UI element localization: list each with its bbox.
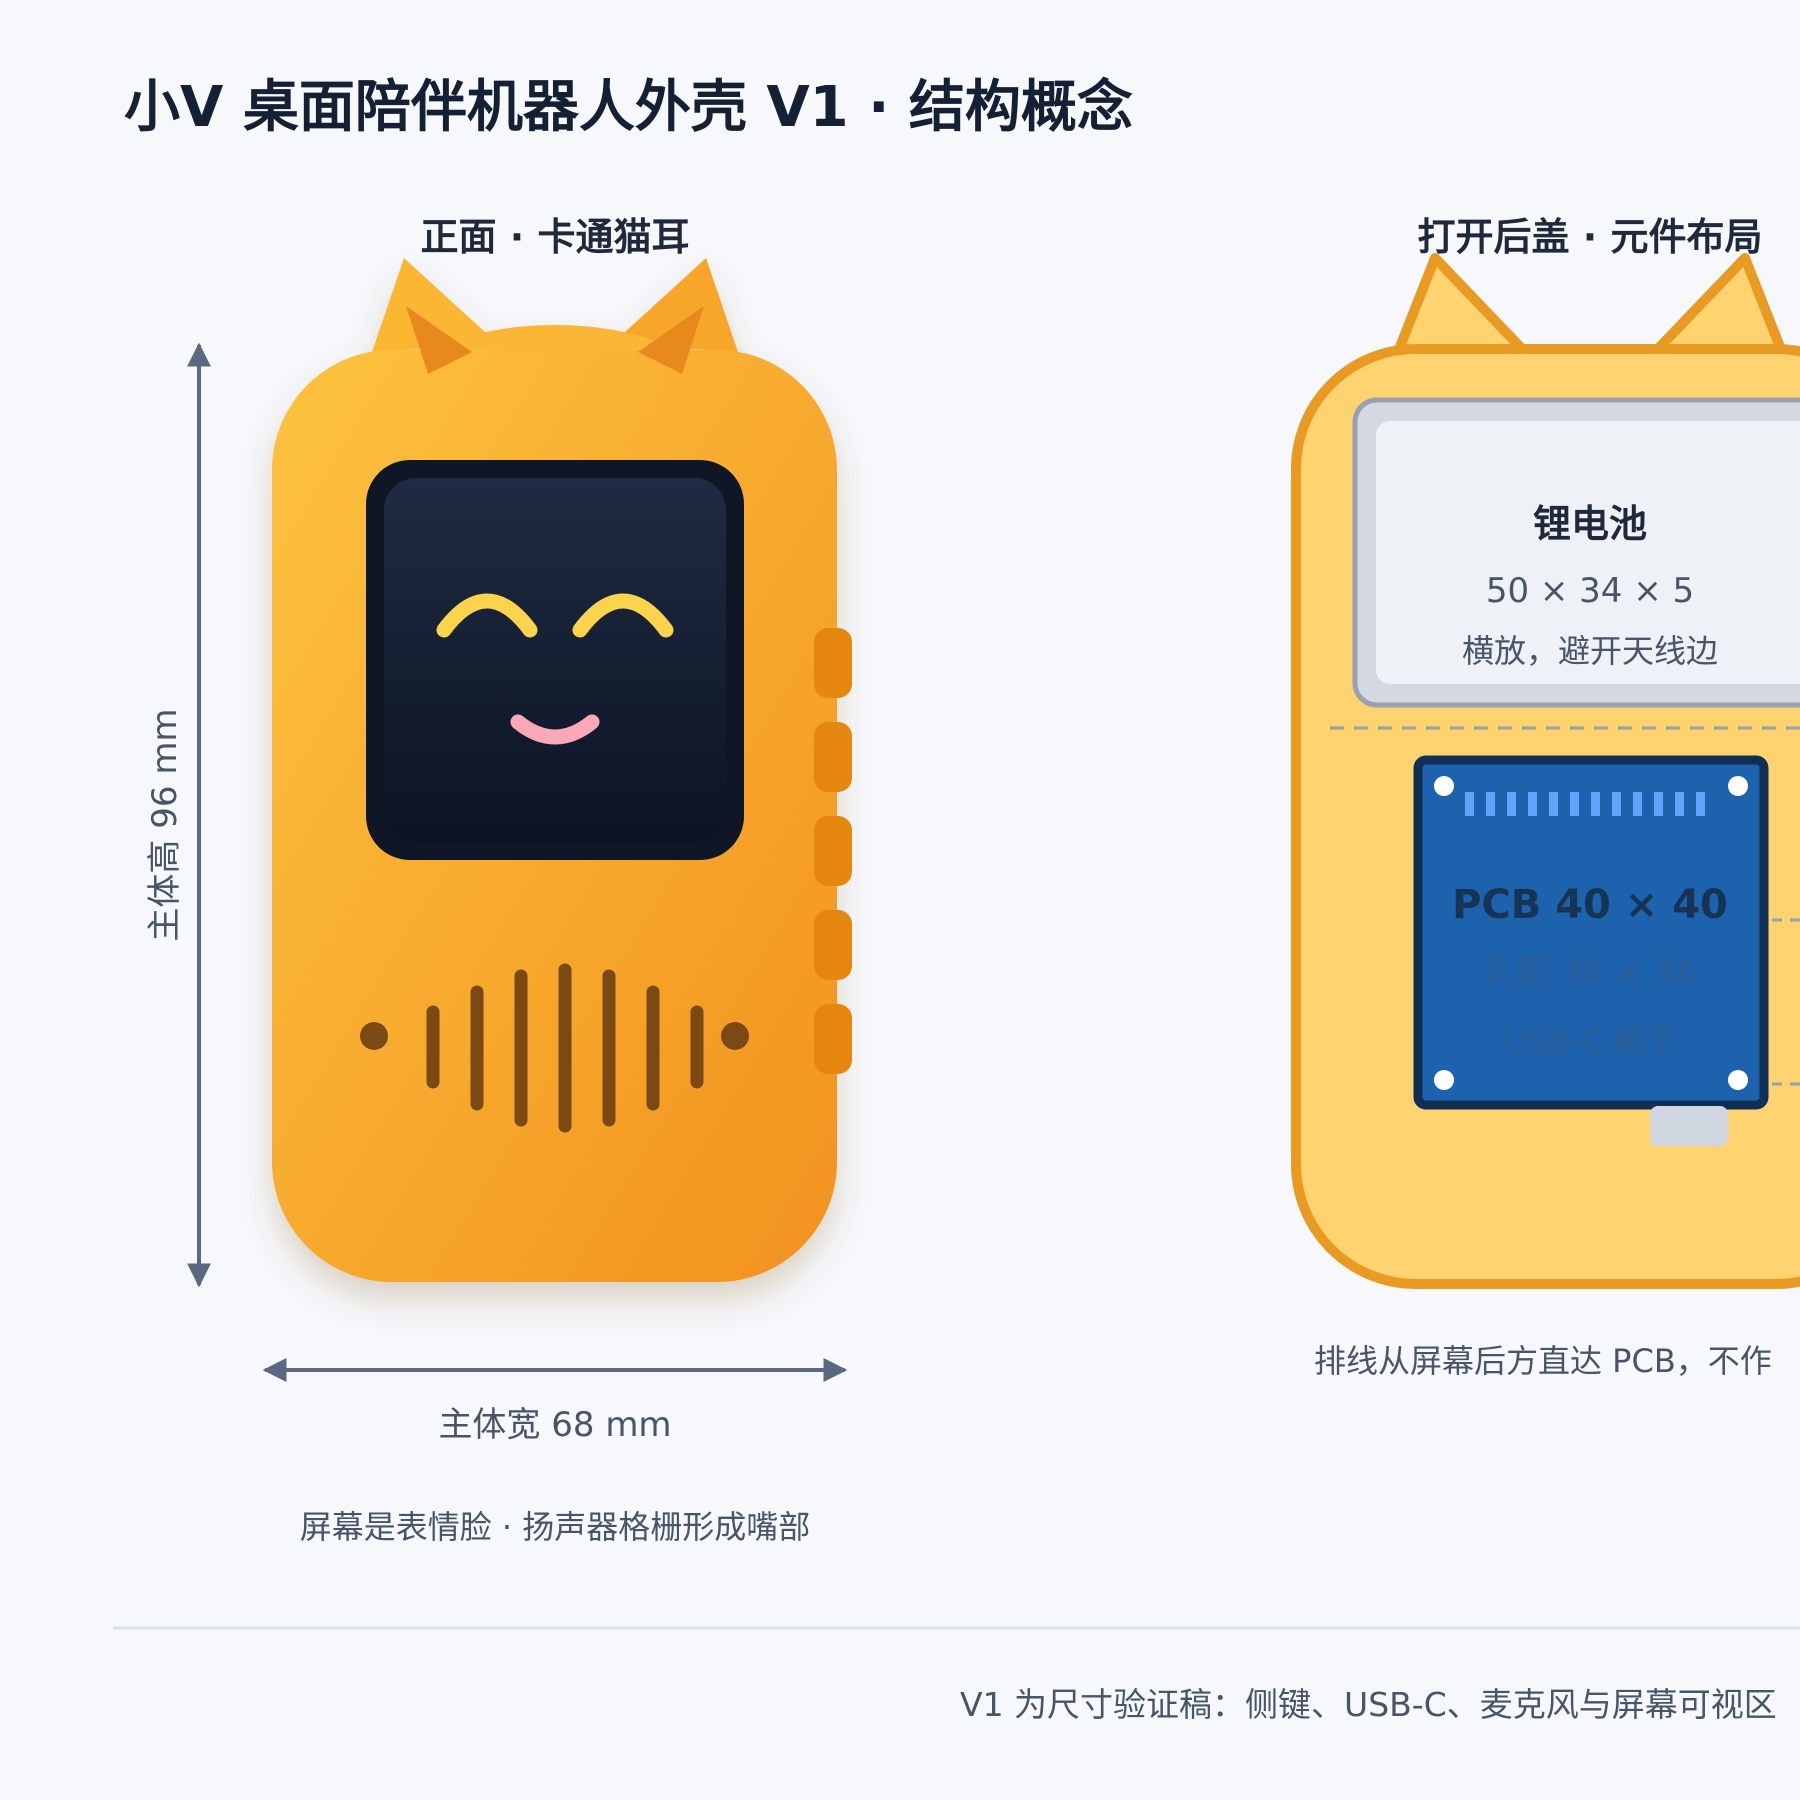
battery-face xyxy=(1376,421,1800,684)
side-buttons xyxy=(814,628,852,1074)
back-view-label: 打开后盖 · 元件布局 xyxy=(1418,215,1763,259)
face-screen xyxy=(384,478,726,842)
battery-title: 锂电池 xyxy=(1533,502,1647,546)
pcb-board xyxy=(1413,755,1769,1110)
side-button xyxy=(814,722,852,792)
right-inner-ear xyxy=(638,306,704,374)
left-cat-ear xyxy=(372,258,498,352)
pcb-mount-hole xyxy=(1728,1070,1748,1090)
pcb-hole-spacing: 孔距 36 × 36 xyxy=(1482,953,1697,993)
side-button xyxy=(814,910,852,980)
left-inner-ear xyxy=(406,306,472,374)
right-cat-ear xyxy=(612,258,738,352)
back-caption: 排线从屏幕后方直达 PCB，不作 xyxy=(1314,1342,1772,1380)
pcb-title: PCB 40 × 40 xyxy=(1452,882,1728,928)
pcb-usb-orientation: USB-C 朝下 xyxy=(1503,1022,1677,1060)
pcb-header-pins xyxy=(1465,792,1705,816)
left-eye xyxy=(436,593,538,638)
right-eye xyxy=(572,593,674,638)
front-caption: 屏幕是表情脸 · 扬声器格栅形成嘴部 xyxy=(300,1508,811,1546)
side-button xyxy=(814,628,852,698)
grille-dot-right xyxy=(721,1022,749,1050)
pcb-mount-hole xyxy=(1434,1070,1454,1090)
height-dimension-label: 主体高 96 mm xyxy=(145,708,185,941)
back-left-ear xyxy=(1393,253,1530,357)
back-right-ear xyxy=(1650,253,1787,357)
pcb-mount-hole xyxy=(1434,776,1454,796)
smile-mouth xyxy=(510,714,600,745)
battery-note: 横放，避开天线边 xyxy=(1462,632,1718,670)
pcb-mount-hole xyxy=(1728,776,1748,796)
battery-size: 50 × 34 × 5 xyxy=(1486,571,1694,611)
grille-dot-left xyxy=(360,1022,388,1050)
page-title: 小V 桌面陪伴机器人外壳 V1 · 结构概念 xyxy=(124,75,1133,140)
width-dimension-label: 主体宽 68 mm xyxy=(438,1405,671,1445)
speaker-grille xyxy=(426,963,704,1133)
footer-note: V1 为尺寸验证稿：侧键、USB-C、麦克风与屏幕可视区 xyxy=(960,1685,1777,1724)
front-view-label: 正面 · 卡通猫耳 xyxy=(421,215,690,259)
side-button xyxy=(814,816,852,886)
side-button xyxy=(814,1004,852,1074)
usb-c-connector xyxy=(1650,1106,1728,1146)
